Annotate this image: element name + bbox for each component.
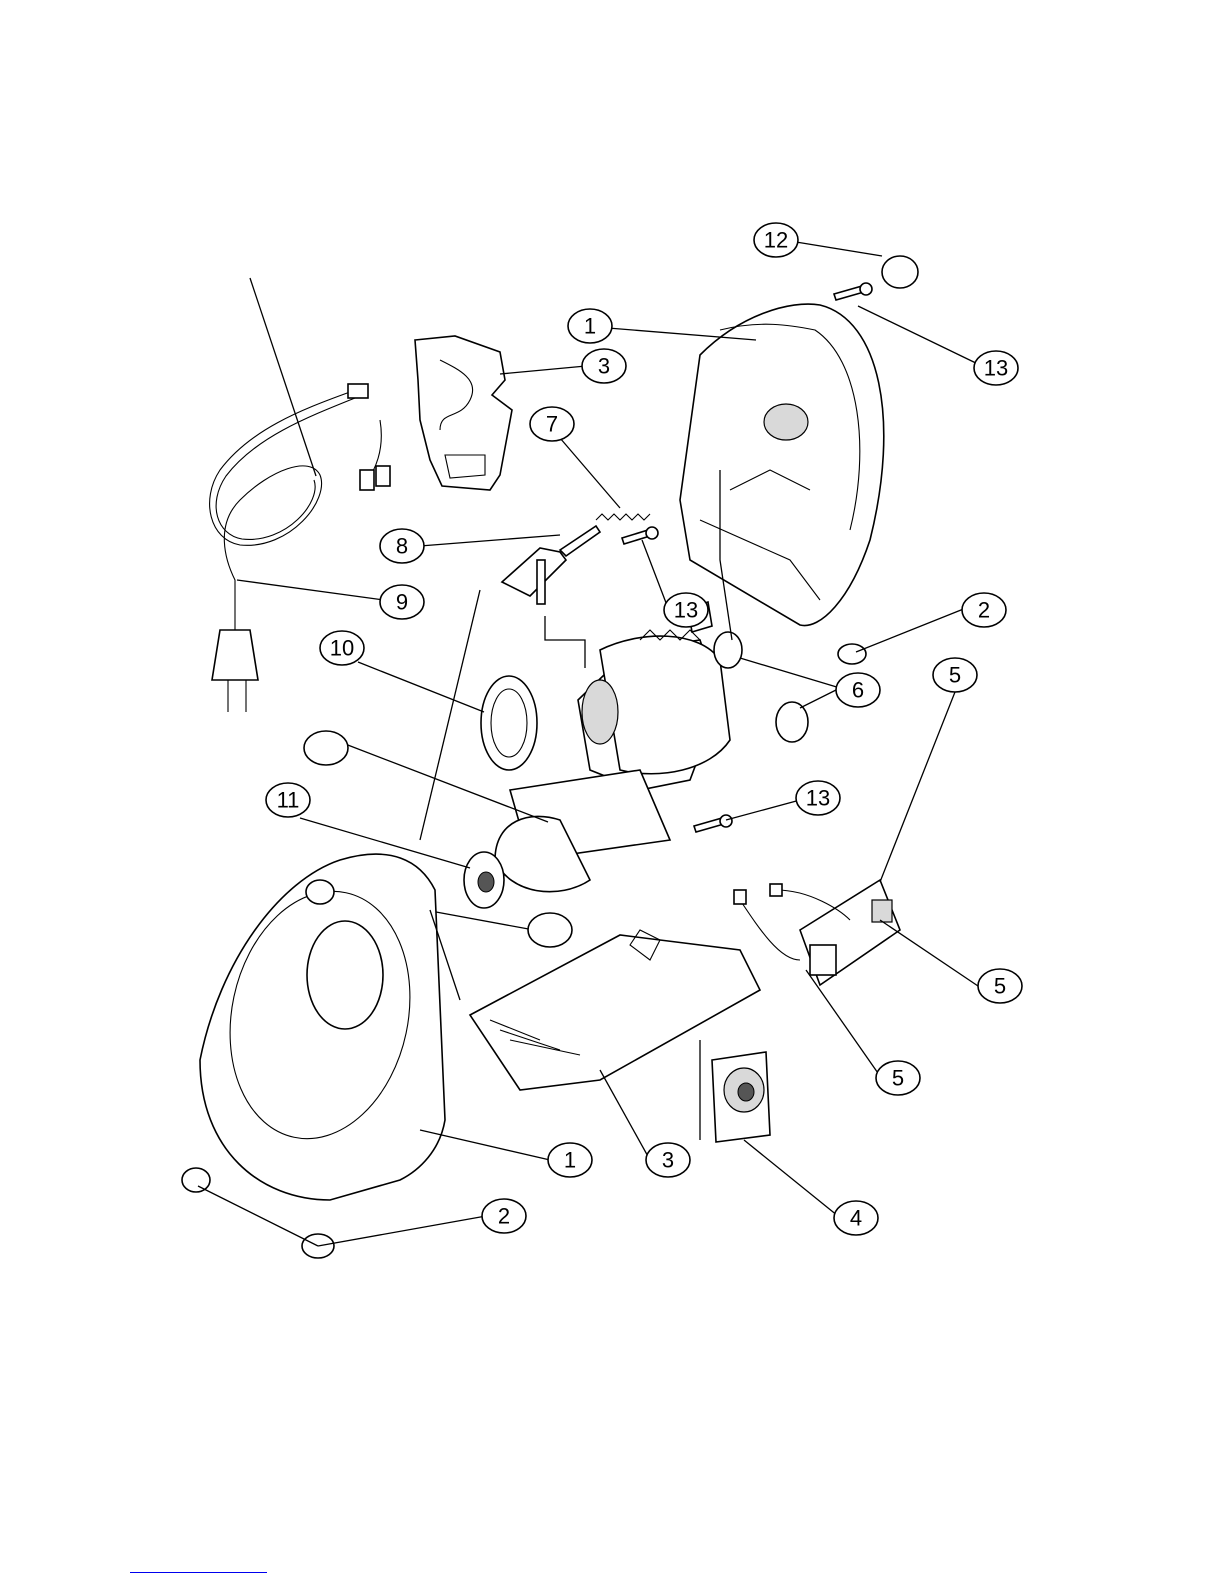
callout-c3-top: 3 [582,349,626,383]
callout-c11: 11 [266,783,310,817]
callout-label: 1 [584,314,596,339]
callout-label: 13 [984,356,1008,381]
footer-link-underline[interactable] [130,1572,267,1573]
callout-c8: 8 [380,529,424,563]
callout-c-blank-upper [304,731,348,765]
callout-label: 10 [330,636,354,661]
callout-label: 13 [806,786,830,811]
callout-label: 2 [498,1204,510,1229]
callout-c13-top: 13 [974,351,1018,385]
callout-label: 5 [994,974,1006,999]
callout-c10: 10 [320,631,364,665]
lever-pin-part [502,526,600,604]
callout-circle [304,731,348,765]
callout-c-blank-lower [528,913,572,947]
motor-gear-assembly-part [495,630,730,892]
callout-c13-low: 13 [796,781,840,815]
callout-label: 13 [674,598,698,623]
callout-label: 7 [546,412,558,437]
callout-label: 3 [662,1148,674,1173]
callout-c1-bottom: 1 [548,1143,592,1177]
callout-c6: 6 [836,673,880,707]
callout-label: 3 [598,354,610,379]
callout-label: 4 [850,1206,862,1231]
bushing-part [464,852,504,908]
callout-c5-low: 5 [876,1061,920,1095]
cord-holder-bracket-part [415,336,512,490]
callout-label: 5 [892,1066,904,1091]
callout-label: 9 [396,590,408,615]
callout-c12-top: 12 [754,223,798,257]
callout-c5-right: 5 [978,969,1022,1003]
callout-label: 1 [564,1148,576,1173]
callout-circle [528,913,572,947]
callout-label: 12 [764,228,788,253]
callout-c4: 4 [834,1201,878,1235]
switch-plate-part [712,1052,770,1142]
callout-c5-top: 5 [933,658,977,692]
rear-housing-shell-part [680,304,884,625]
callout-c1-top: 1 [568,309,612,343]
callout-c7: 7 [530,407,574,441]
callout-c2-right: 2 [962,593,1006,627]
callout-c13-mid: 13 [664,593,708,627]
callout-c3-bottom: 3 [646,1143,690,1177]
spring-part [596,514,650,520]
callout-label: 11 [277,788,300,813]
ring-part [481,676,537,770]
front-housing-part [200,854,445,1200]
callout-c9: 9 [380,585,424,619]
callout-label: 5 [949,663,961,688]
control-board-part [734,880,900,985]
callout-label: 8 [396,534,408,559]
callout-label: 6 [852,678,864,703]
cap-part [882,256,918,288]
callout-c2-bottom: 2 [482,1199,526,1233]
callout-label: 2 [978,598,990,623]
